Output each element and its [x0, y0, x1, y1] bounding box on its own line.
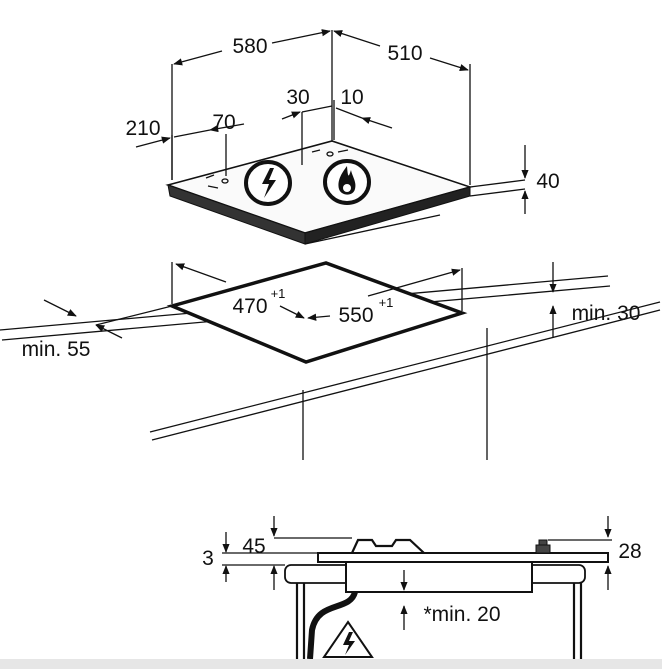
label-10: 10	[340, 86, 363, 109]
label-45: 45	[242, 535, 265, 558]
label-3: 3	[202, 547, 214, 570]
label-28: 28	[618, 540, 641, 563]
label-70: 70	[212, 111, 235, 134]
label-580: 580	[232, 35, 267, 58]
electric-warning-icon	[322, 620, 374, 658]
label-550: 550	[338, 304, 373, 327]
label-30: 30	[286, 86, 309, 109]
cutout	[166, 261, 468, 364]
lightning-bolt-icon	[244, 160, 292, 206]
label-min-20: *min. 20	[423, 603, 500, 626]
label-470-tolerance: +1	[271, 286, 286, 301]
flame-icon	[323, 159, 371, 205]
label-210: 210	[125, 117, 160, 140]
label-min-55: min. 55	[22, 338, 91, 361]
bottom-strip	[0, 659, 662, 669]
section-view	[284, 538, 609, 659]
label-40: 40	[536, 170, 559, 193]
label-550-tolerance: +1	[379, 295, 394, 310]
label-510: 510	[387, 42, 422, 65]
label-min-30: min. 30	[572, 302, 641, 325]
hob-unit	[165, 140, 473, 245]
label-470: 470	[232, 295, 267, 318]
